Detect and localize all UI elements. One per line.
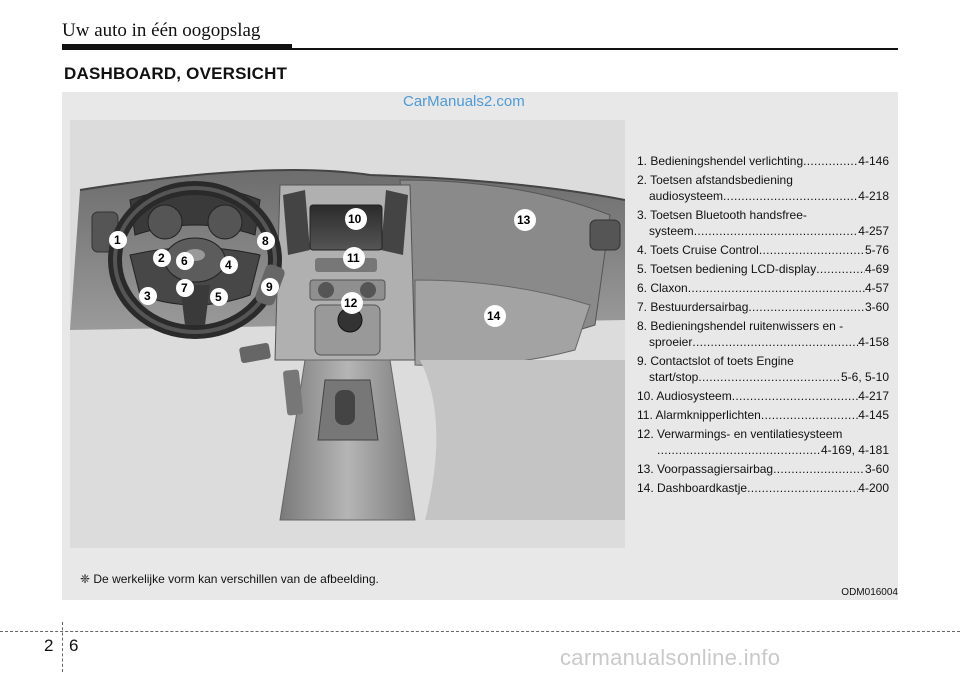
legend-item: 12. Verwarmings- en ventilatiesysteem 4-… [637, 426, 889, 458]
section-title: DASHBOARD, OVERSICHT [64, 64, 287, 84]
callout-1: 1 [109, 231, 127, 249]
callout-10: 10 [345, 208, 367, 230]
legend-item: 9. Contactslot of toets Engine start/sto… [637, 353, 889, 385]
dashboard-drawing: 1 2 3 4 5 6 7 8 9 10 11 12 13 14 [70, 120, 625, 548]
svg-text:11: 11 [347, 251, 360, 265]
svg-text:4: 4 [225, 258, 232, 272]
callout-14: 14 [484, 305, 506, 327]
callout-12: 12 [341, 292, 363, 314]
callout-9: 9 [261, 278, 279, 296]
legend-list: 1. Bedieningshendel verlichting4-146 2. … [637, 153, 889, 499]
svg-text:9: 9 [266, 280, 273, 294]
legend-item: 2. Toetsen afstandsbediening audiosystee… [637, 172, 889, 204]
legend-item: 13. Voorpassagiersairbag3-60 [637, 461, 889, 477]
svg-text:12: 12 [344, 296, 358, 310]
svg-text:1: 1 [114, 233, 121, 247]
page-number-chapter: 2 [44, 636, 53, 656]
legend-item: 6. Claxon4-57 [637, 280, 889, 296]
legend-item: 8. Bedieningshendel ruitenwissers en - s… [637, 318, 889, 350]
svg-text:2: 2 [158, 251, 165, 265]
callout-3: 3 [139, 287, 157, 305]
legend-item: 1. Bedieningshendel verlichting4-146 [637, 153, 889, 169]
legend-item: 14. Dashboardkastje4-200 [637, 480, 889, 496]
legend-item: 3. Toetsen Bluetooth handsfree- systeem4… [637, 207, 889, 239]
footer-watermark-link[interactable]: carmanualsonline.info [560, 645, 780, 671]
callout-5: 5 [210, 288, 228, 306]
svg-text:10: 10 [348, 212, 362, 226]
legend-item: 11. Alarmknipperlichten4-145 [637, 407, 889, 423]
watermark-link[interactable]: CarManuals2.com [403, 93, 525, 110]
legend-item: 5. Toetsen bediening LCD-display4-69 [637, 261, 889, 277]
figure-code: ODM016004 [841, 587, 898, 598]
running-header-title: Uw auto in één oogopslag [62, 20, 260, 42]
header-rule [62, 48, 898, 50]
svg-text:14: 14 [487, 309, 501, 323]
callout-4: 4 [220, 256, 238, 274]
svg-text:5: 5 [215, 290, 222, 304]
callout-8: 8 [257, 232, 275, 250]
legend-item: 10. Audiosysteem4-217 [637, 388, 889, 404]
svg-text:13: 13 [517, 213, 531, 227]
dashboard-illustration: 1 2 3 4 5 6 7 8 9 10 11 12 13 14 [70, 120, 625, 548]
footer-divider [62, 622, 63, 672]
callout-7: 7 [176, 279, 194, 297]
legend-item: 7. Bestuurdersairbag3-60 [637, 299, 889, 315]
svg-text:6: 6 [181, 254, 188, 268]
svg-text:3: 3 [144, 289, 151, 303]
legend-item: 4. Toets Cruise Control5-76 [637, 242, 889, 258]
svg-text:7: 7 [181, 281, 188, 295]
disclaimer-note: ❈ De werkelijke vorm kan verschillen van… [80, 572, 379, 586]
footer-rule [0, 631, 960, 632]
callout-2: 2 [153, 249, 171, 267]
svg-text:8: 8 [262, 234, 269, 248]
callout-6: 6 [176, 252, 194, 270]
callout-13: 13 [514, 209, 536, 231]
callout-11: 11 [343, 247, 365, 269]
page-number-page: 6 [69, 636, 78, 656]
